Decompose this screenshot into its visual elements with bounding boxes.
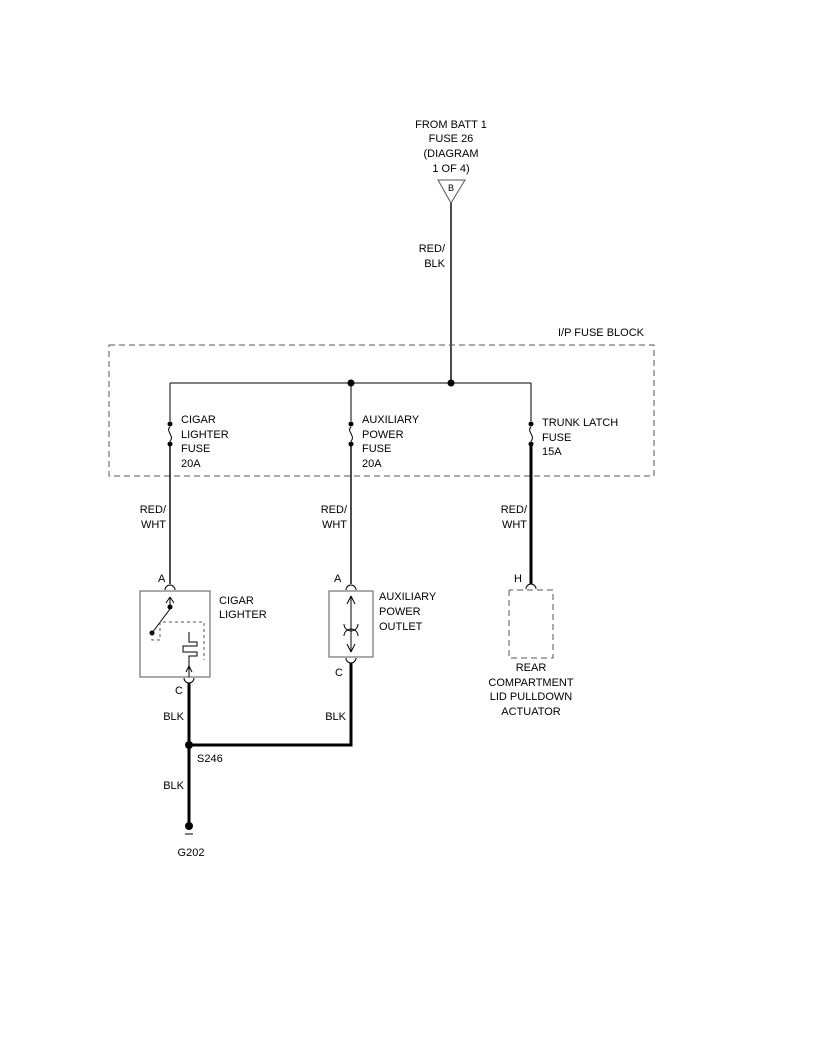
feed-wire-color-1: RED/ (419, 243, 446, 255)
trunk-fuse-label-3: 15A (542, 446, 562, 458)
trunk-wire-color-1: RED/ (501, 504, 528, 516)
cigar-fuse-label-3: FUSE (181, 443, 210, 455)
aux-fuse-label-3: FUSE (362, 443, 391, 455)
actuator-pin-h: H (514, 573, 522, 585)
aux-ground-wire (189, 663, 353, 747)
cigar-pin-a: A (158, 573, 166, 585)
connector-b-symbol: B (437, 179, 466, 204)
aux-fuse-label-1: AUXILIARY (362, 414, 420, 426)
aux-power-fuse (348, 383, 354, 447)
cigar-fuse-label-2: LIGHTER (181, 429, 229, 441)
cigar-lighter-label-2: LIGHTER (219, 609, 267, 621)
aux-pin-c: C (335, 667, 343, 679)
cigar-wire-color-1: RED/ (140, 504, 167, 516)
actuator-label-1: REAR (516, 662, 547, 674)
fuse-block-label: I/P FUSE BLOCK (558, 327, 645, 339)
trunk-wire-color-2: WHT (502, 519, 527, 531)
ground-label: G202 (178, 847, 205, 859)
aux-outlet-label-3: OUTLET (379, 621, 423, 633)
actuator-label-4: ACTUATOR (501, 706, 561, 718)
source-line-1: FROM BATT 1 (415, 119, 487, 131)
source-line-2: FUSE 26 (429, 133, 474, 145)
rear-actuator-component (508, 583, 554, 659)
source-line-3: (DIAGRAM (424, 148, 479, 160)
bus-junction-feed (447, 379, 455, 387)
connector-b-label: B (448, 183, 454, 193)
splice-label: S246 (197, 753, 223, 765)
aux-fuse-label-2: POWER (362, 429, 404, 441)
aux-power-outlet-component (328, 584, 374, 664)
aux-ground-wire-color: BLK (325, 711, 346, 723)
cigar-lighter-label-1: CIGAR (219, 595, 254, 607)
cigar-pin-c: C (175, 685, 183, 697)
cigar-lighter-component (139, 584, 211, 684)
trunk-fuse-label-1: TRUNK LATCH (542, 417, 618, 429)
source-label: FROM BATT 1 FUSE 26 (DIAGRAM 1 OF 4) (415, 119, 487, 175)
source-line-4: 1 OF 4) (432, 163, 469, 175)
aux-fuse-label-4: 20A (362, 458, 382, 470)
trunk-fuse-label-2: FUSE (542, 432, 571, 444)
splice-s246-dot (185, 741, 193, 749)
actuator-label-2: COMPARTMENT (488, 677, 573, 689)
cigar-fuse-label-1: CIGAR (181, 414, 216, 426)
feed-wire-color-2: BLK (424, 258, 445, 270)
ground-g202-dot (185, 822, 193, 830)
trunk-latch-fuse (528, 383, 534, 447)
cigar-wire-color-2: WHT (141, 519, 166, 531)
aux-wire-color-2: WHT (322, 519, 347, 531)
aux-outlet-label-1: AUXILIARY (379, 591, 437, 603)
fuse-block-boundary (108, 344, 655, 477)
aux-wire-color-1: RED/ (321, 504, 348, 516)
cigar-ground-wire-color: BLK (163, 711, 184, 723)
cigar-lighter-fuse (167, 383, 173, 447)
aux-pin-a: A (334, 573, 342, 585)
main-ground-wire-color: BLK (163, 780, 184, 792)
cigar-fuse-label-4: 20A (181, 458, 201, 470)
actuator-label-3: LID PULLDOWN (490, 691, 573, 703)
aux-outlet-label-2: POWER (379, 606, 421, 618)
